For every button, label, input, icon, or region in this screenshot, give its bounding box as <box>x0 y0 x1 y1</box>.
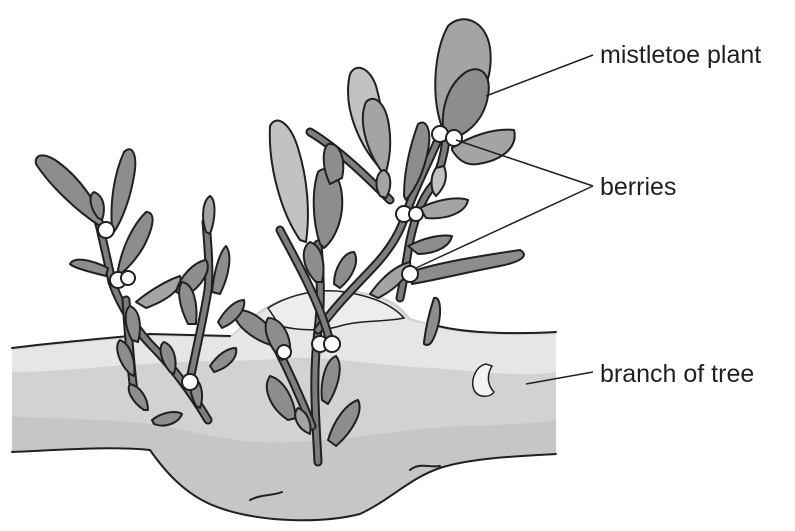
berry <box>98 222 114 238</box>
label-mistletoe-plant: mistletoe plant <box>600 41 761 69</box>
berry <box>277 345 291 359</box>
labels: mistletoe plant berries branch of tree <box>600 41 761 388</box>
berry <box>446 130 462 146</box>
label-branch-of-tree: branch of tree <box>600 360 754 388</box>
berry <box>324 336 340 352</box>
berry <box>121 271 135 285</box>
berry <box>409 207 423 221</box>
berry <box>402 266 418 282</box>
leader-line-plant <box>486 55 593 96</box>
label-berries: berries <box>600 173 676 201</box>
berry <box>182 374 198 390</box>
